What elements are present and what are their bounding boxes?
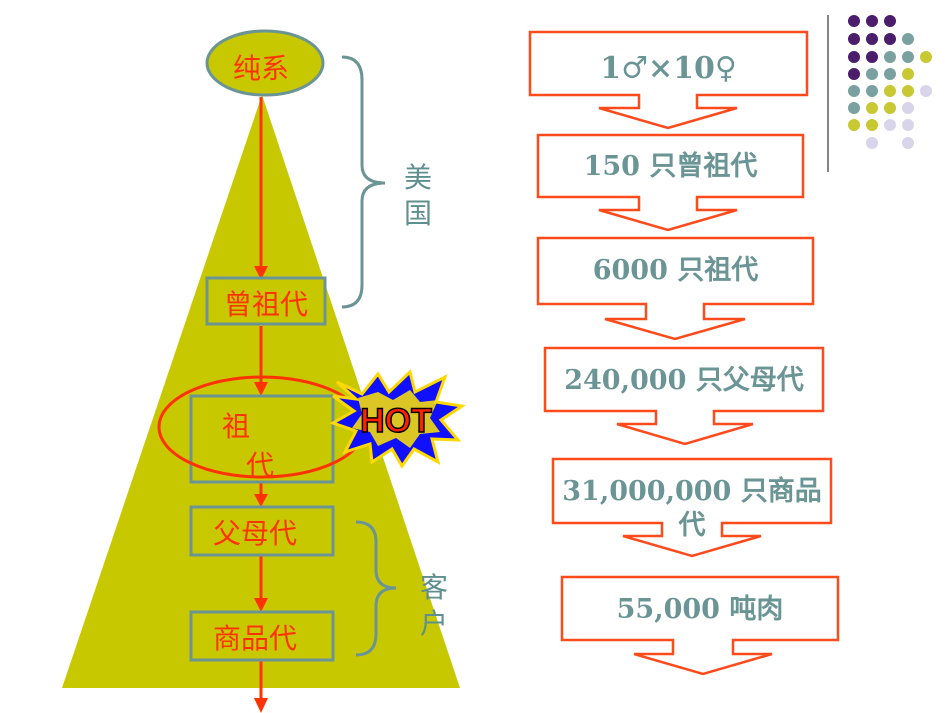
flow-arrow-3 <box>536 236 815 341</box>
arrow-head <box>254 382 268 396</box>
pure-line-node <box>205 29 325 97</box>
flow-step-5-text: 31,000,000 只商品代 <box>562 476 822 541</box>
flow-step-3-text: 6000 只祖代 <box>592 255 759 286</box>
flow-arrow-6 <box>560 575 840 676</box>
flow-arrow-4 <box>543 346 825 446</box>
arrow-head <box>254 598 268 612</box>
flow-step-6-text: 55,000 吨肉 <box>616 594 784 625</box>
flow-step-4-text: 240,000 只父母代 <box>564 365 804 396</box>
parent-label: 父母代 <box>213 517 298 550</box>
grandparent-label-line2: 代 <box>246 449 275 482</box>
arrow-head <box>254 698 268 713</box>
pure-line-label: 纯系 <box>233 52 290 85</box>
great-grandparent-box <box>205 276 327 326</box>
customer-bracket <box>355 520 397 657</box>
hot-burst-core <box>352 390 440 448</box>
flow-step-1-text: 1♂×10♀ <box>600 51 737 86</box>
customer-bracket-label: 客户 <box>420 571 449 640</box>
flow-step-2-text: 150 只曾祖代 <box>583 151 758 182</box>
usa-bracket-label: 美国 <box>404 161 433 230</box>
flow-arrow-1 <box>528 30 809 130</box>
arrow-head <box>254 266 268 280</box>
grandparent-box <box>189 394 335 484</box>
hot-badge-text: HOT <box>360 402 432 440</box>
commercial-box <box>189 610 335 662</box>
dot-grid-decoration <box>848 15 932 149</box>
parent-box <box>189 505 335 557</box>
flow-arrow-2 <box>536 133 805 232</box>
grandparent-label-line1: 祖 <box>222 410 251 443</box>
great-grandparent-label: 曾祖代 <box>224 288 309 321</box>
arrow-head <box>254 494 268 507</box>
commercial-label: 商品代 <box>213 622 298 655</box>
flow-arrow-5 <box>551 457 833 558</box>
usa-bracket <box>341 55 386 309</box>
flowchart-arrows <box>528 30 840 676</box>
